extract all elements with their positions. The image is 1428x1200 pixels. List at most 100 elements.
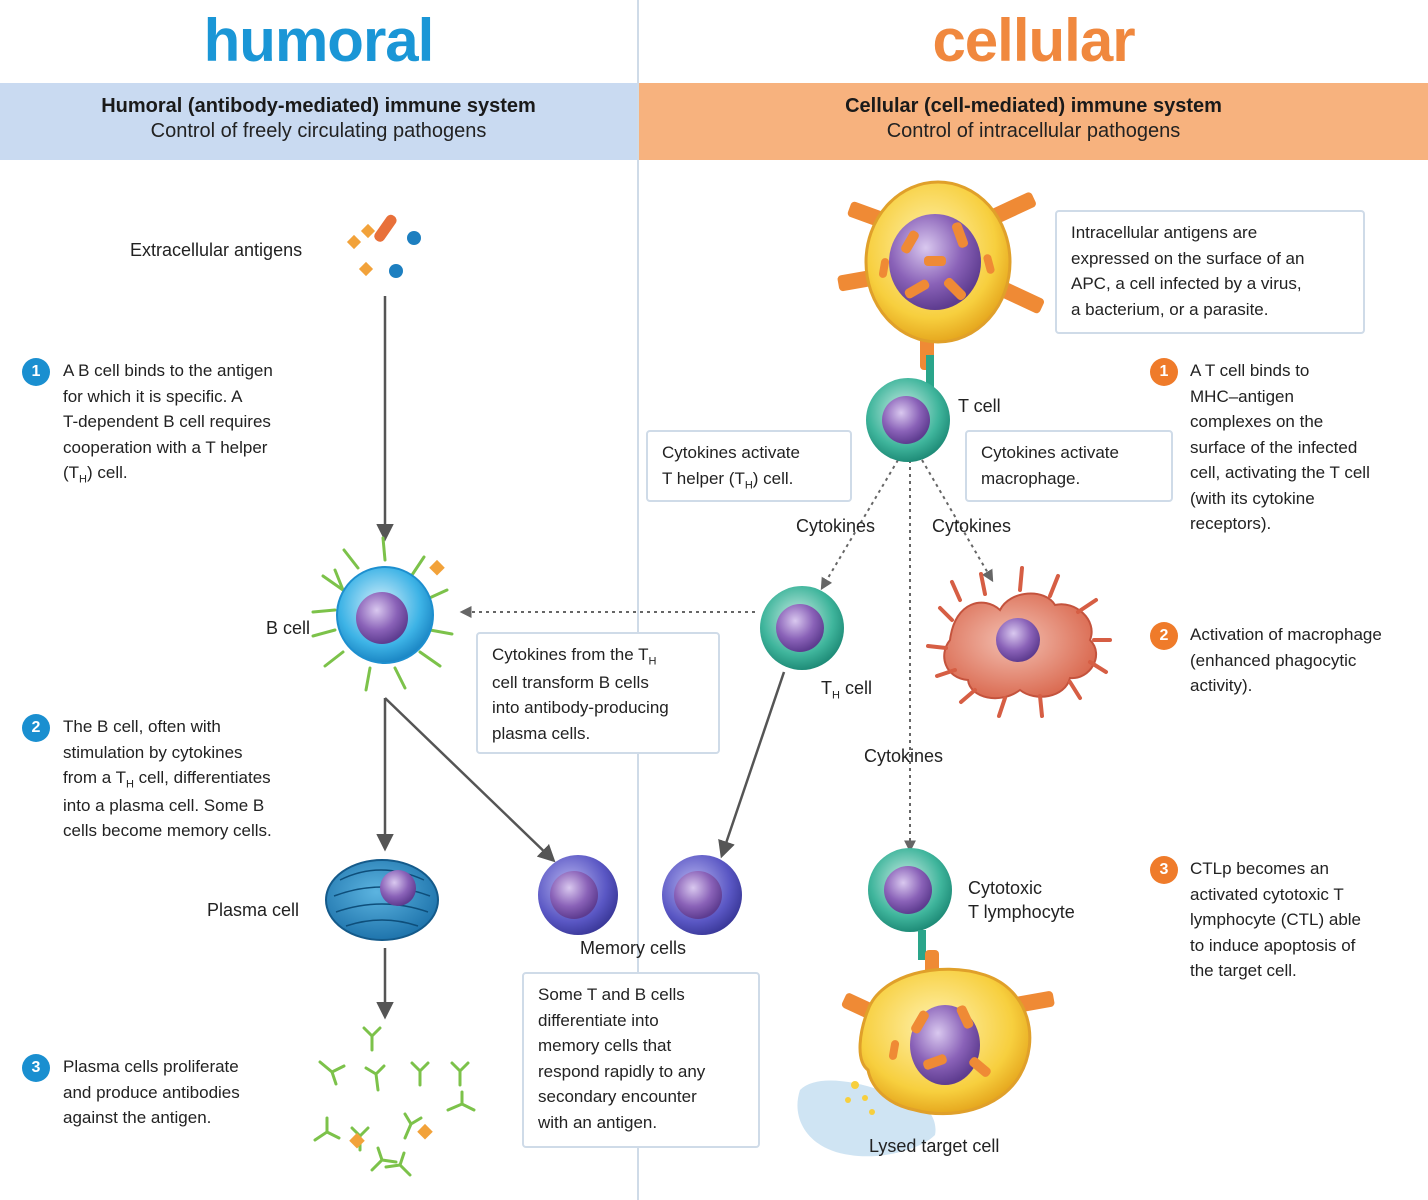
humoral-step-3-text: Plasma cells proliferate and produce ant…: [63, 1054, 240, 1131]
text-line: differentiate into: [538, 1010, 659, 1030]
macrophage-icon: [926, 566, 1112, 718]
cytokines-activate-th-box: Cytokines activate T helper (TH) cell.: [646, 430, 852, 502]
text-line: Cytokines activate: [981, 443, 1119, 462]
b-cell-icon: [311, 536, 454, 692]
plasma-cell-label: Plasma cell: [207, 900, 300, 920]
text-part: ) cell.: [87, 463, 128, 482]
cellular-band-subheading: Control of intracellular pathogens: [886, 120, 1181, 142]
cellular-band-bg: [639, 83, 1428, 160]
antibodies-icon: [313, 1026, 476, 1177]
infected-apc-icon: [837, 180, 1045, 395]
text-line: with an antigen.: [538, 1112, 658, 1132]
text-line: lymphocyte (CTL) able: [1190, 910, 1362, 929]
t-cell-label: T cell: [958, 396, 1001, 416]
humoral-step-3-badge: 3: [22, 1054, 50, 1082]
text-line: surface of the infected: [1190, 437, 1358, 457]
cytokines-label-left: Cytokines: [796, 516, 876, 536]
extracellular-antigens-label: Extracellular antigens: [130, 240, 303, 260]
humoral-step-1-text: A B cell binds to the antigen for which …: [63, 358, 273, 488]
humoral-step-1-badge: 1: [22, 358, 50, 386]
text-line: Some T and B cells: [538, 985, 685, 1004]
intracellular-antigens-box: Intracellular antigens are expressed on …: [1055, 210, 1365, 334]
th-cell-icon: [760, 586, 844, 670]
text-line: receptors).: [1190, 514, 1272, 533]
humoral-step-2-badge: 2: [22, 714, 50, 742]
text-line: against the antigen.: [63, 1108, 212, 1127]
text-part: T helper (T: [662, 468, 745, 488]
text-line: macrophage.: [981, 468, 1081, 488]
text-line: (with its cytokine: [1190, 488, 1315, 508]
antigen-marker: [417, 1123, 433, 1140]
text-line: and produce antibodies: [63, 1082, 240, 1102]
text-line: for which it is specific. A: [63, 386, 243, 406]
text-line: secondary encounter: [538, 1087, 697, 1106]
text-line: to induce apoptosis of: [1190, 935, 1356, 955]
text-part: cell, differentiates: [133, 768, 271, 787]
text-line: plasma cells.: [492, 723, 591, 743]
lysed-target-cell-label: Lysed target cell: [869, 1136, 1000, 1156]
plasma-cell-icon: [325, 859, 439, 941]
cellular-step-3-badge: 3: [1150, 856, 1178, 884]
cellular-band-heading: Cellular (cell-mediated) immune system: [845, 95, 1222, 117]
text-line: Plasma cells proliferate: [63, 1057, 239, 1076]
text-part: (T: [63, 463, 80, 482]
cytokines-activate-macrophage-box: Cytokines activate macrophage.: [965, 430, 1173, 502]
text-line: from a TH cell, differentiates: [63, 765, 272, 793]
lysed-target-cell-icon: [797, 950, 1055, 1157]
text-line: Cytotoxic: [968, 878, 1043, 898]
text-line: activity).: [1190, 676, 1253, 695]
arrow-bcell-to-memory: [384, 697, 556, 863]
subscript: H: [79, 473, 87, 486]
text-line: T lymphocyte: [968, 902, 1075, 923]
humoral-band-heading: Humoral (antibody-mediated) immune syste…: [101, 95, 536, 117]
text-line: cooperation with a T helper: [63, 437, 268, 457]
humoral-step-2-text: The B cell, often with stimulation by cy…: [63, 714, 272, 844]
text-line: respond rapidly to any: [538, 1061, 706, 1081]
text-line: Activation of macrophage: [1190, 625, 1382, 644]
humoral-band-bg: [0, 83, 637, 160]
memory-cells-label: Memory cells: [580, 938, 687, 958]
ctl-label: Cytotoxic T lymphocyte: [968, 876, 1075, 925]
text-line: activated cytotoxic T: [1190, 884, 1344, 904]
humoral-band: Humoral (antibody-mediated) immune syste…: [0, 83, 637, 160]
extracellular-antigens-icon: [346, 214, 421, 278]
cellular-step-1-text: A T cell binds to MHC–antigen complexes …: [1190, 358, 1370, 537]
text-line: cell, activating the T cell: [1190, 463, 1370, 482]
text-line: expressed on the surface of an: [1071, 248, 1305, 268]
cellular-step-2-badge: 2: [1150, 622, 1178, 650]
text-line: T-dependent B cell requires: [63, 412, 271, 431]
arrow-th-to-memory: [718, 671, 786, 859]
humoral-title: humoral: [203, 7, 435, 74]
text-line: stimulation by cytokines: [63, 742, 243, 762]
text-line: cells become memory cells.: [63, 821, 272, 841]
text-line: T helper (TH) cell.: [662, 466, 836, 494]
cytokines-label-down: Cytokines: [864, 746, 944, 766]
memory-cell-icon: [662, 855, 742, 935]
text-part: ) cell.: [752, 468, 794, 488]
t-cell-icon: [866, 378, 950, 462]
text-line: cell transform B cells: [492, 672, 649, 692]
text-line: the target cell.: [1190, 961, 1297, 980]
cellular-band: Cellular (cell-mediated) immune system C…: [639, 83, 1428, 160]
text-line: a bacterium, or a parasite.: [1071, 299, 1269, 319]
subscript: H: [744, 478, 753, 491]
text-line: APC, a cell infected by a virus,: [1071, 274, 1302, 293]
cellular-step-2-text: Activation of macrophage (enhanced phago…: [1190, 622, 1382, 699]
cellular-step-1-badge: 1: [1150, 358, 1178, 386]
text-line: A T cell binds to: [1190, 361, 1310, 380]
text-line: CTLp becomes an: [1190, 859, 1329, 878]
subscript: H: [648, 655, 657, 668]
cytokines-label-right: Cytokines: [932, 516, 1012, 536]
memory-cells-box: Some T and B cells differentiate into me…: [522, 972, 760, 1148]
text-part: cell: [839, 678, 872, 698]
subscript: H: [832, 689, 840, 702]
text-part: from a T: [63, 768, 126, 787]
cytokines-from-th-box: Cytokines from the TH cell transform B c…: [476, 632, 720, 754]
cytotoxic-t-lymphocyte-icon: [868, 848, 952, 960]
cellular-step-3-text: CTLp becomes an activated cytotoxic T ly…: [1190, 856, 1361, 984]
b-cell-label: B cell: [266, 618, 311, 638]
text-line: into antibody-producing: [492, 698, 669, 718]
text-part: T: [821, 678, 832, 698]
